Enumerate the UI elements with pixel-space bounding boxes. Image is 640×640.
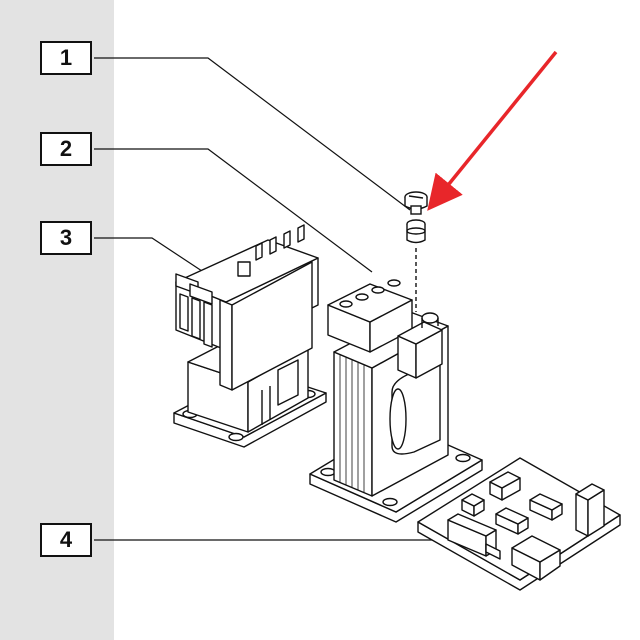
circuit-board-part <box>417 457 621 591</box>
callout-4[interactable]: 4 <box>40 523 92 557</box>
callout-2[interactable]: 2 <box>40 132 92 166</box>
leader-lines <box>94 57 440 541</box>
highlight-arrow <box>427 50 558 211</box>
contactor-part <box>173 224 327 448</box>
leader-line-3 <box>94 237 209 276</box>
screw-and-spacer-part <box>404 191 428 312</box>
leader-line-2 <box>94 148 373 273</box>
callout-3[interactable]: 3 <box>40 221 92 255</box>
transformer-part <box>309 279 483 523</box>
callout-1[interactable]: 1 <box>40 41 92 75</box>
leader-line-1 <box>94 57 411 211</box>
